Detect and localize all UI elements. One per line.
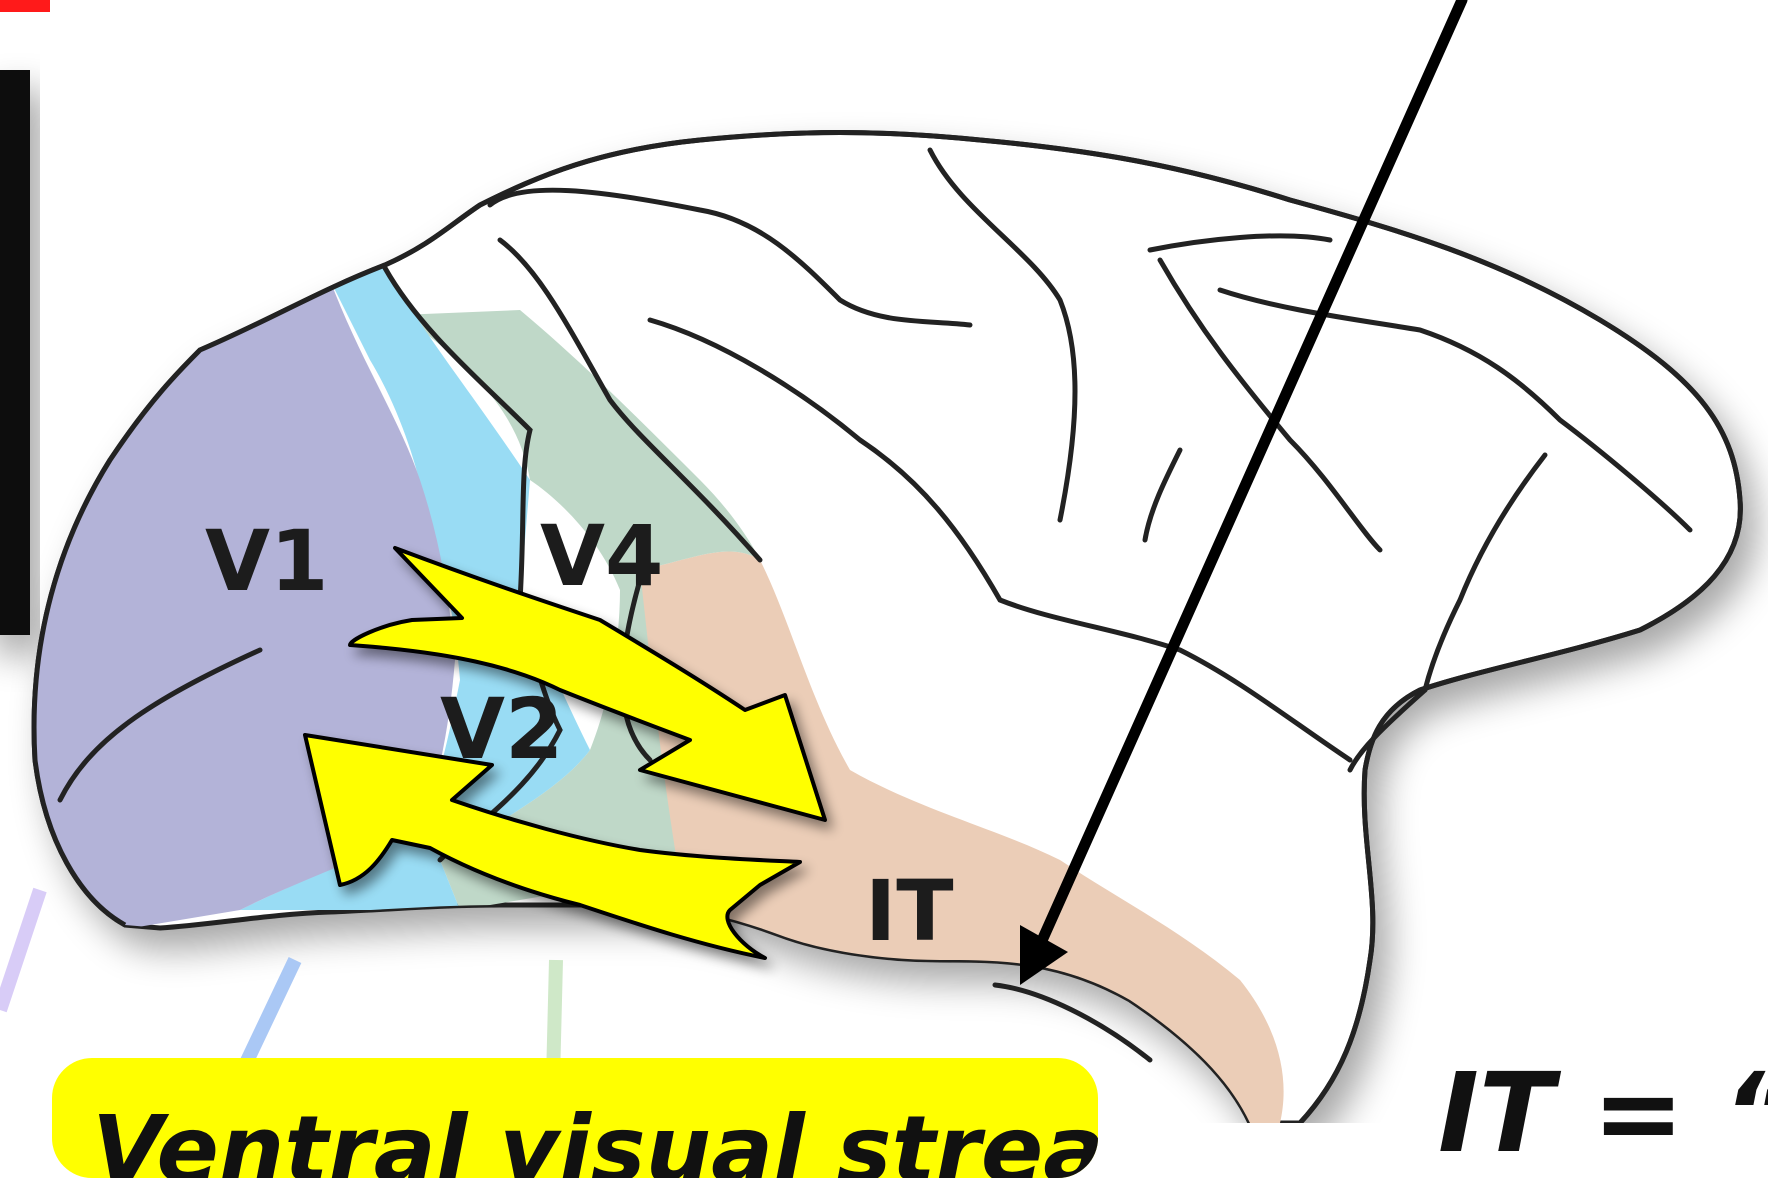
left-edge-bar — [0, 70, 30, 635]
deco-line-purple — [0, 890, 40, 1010]
label-v4: V4 — [540, 507, 663, 605]
label-v1: V1 — [205, 512, 328, 610]
ventral-stream-callout: Ventral visual stream — [52, 1058, 1098, 1178]
it-caption: IT = “ — [1438, 1058, 1768, 1168]
label-it: IT — [865, 862, 954, 960]
label-v2: V2 — [440, 680, 563, 778]
brain-diagram: V1 V4 V2 IT — [0, 0, 1768, 1123]
corner-marker — [0, 0, 50, 12]
